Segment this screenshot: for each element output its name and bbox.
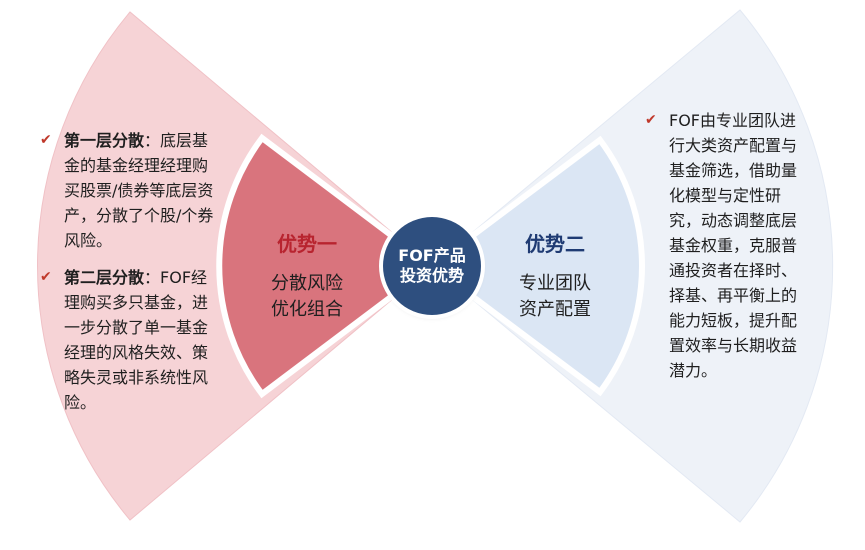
center-core-circle: FOF产品 投资优势 [383, 217, 481, 315]
advantage-two-subtitle-1: 专业团队 [519, 273, 591, 294]
core-line-2: 投资优势 [399, 266, 464, 285]
advantage-one-title: 优势一 [277, 232, 337, 256]
bullet-head: 第一层分散 [64, 131, 145, 150]
left-inner-sector [216, 133, 437, 399]
bullet-head: 第二层分散 [64, 268, 145, 287]
checkmark-icon: ✔ [645, 112, 657, 128]
right-inner-sector [427, 135, 645, 397]
advantage-one-label: 优势一 分散风险 优化组合 [252, 228, 362, 323]
bullet-first-layer: ✔ 第一层分散：底层基金的基金经理经理购买股票/债券等底层资产，分散了个股/个券… [40, 128, 218, 253]
checkmark-icon: ✔ [40, 132, 52, 148]
bullet-second-layer: ✔ 第二层分散：FOF经理购买多只基金，进一步分散了单一基金经理的风格失效、策略… [40, 265, 218, 415]
advantage-two-details: ✔ FOF由专业团队进行大类资产配置与基金筛选，借助量化模型与定性研究，动态调整… [645, 108, 807, 395]
bullet-body: FOF由专业团队进行大类资产配置与基金筛选，借助量化模型与定性研究，动态调整底层… [669, 111, 798, 380]
bullet-body: ：底层基金的基金经理经理购买股票/债券等底层资产，分散了个股/个券风险。 [64, 131, 214, 250]
advantage-two-label: 优势二 专业团队 资产配置 [500, 228, 610, 323]
advantage-one-subtitle-2: 优化组合 [271, 299, 343, 320]
advantage-one-details: ✔ 第一层分散：底层基金的基金经理经理购买股票/债券等底层资产，分散了个股/个券… [40, 128, 218, 427]
bullet-body: ：FOF经理购买多只基金，进一步分散了单一基金经理的风格失效、策略失灵或非系统性… [64, 268, 209, 412]
core-line-1: FOF产品 [398, 246, 466, 265]
advantage-two-title: 优势二 [525, 232, 585, 256]
checkmark-icon: ✔ [40, 269, 52, 285]
advantage-one-subtitle-1: 分散风险 [271, 273, 343, 294]
advantage-two-subtitle-2: 资产配置 [519, 299, 591, 320]
bullet-professional-team: ✔ FOF由专业团队进行大类资产配置与基金筛选，借助量化模型与定性研究，动态调整… [645, 108, 807, 383]
